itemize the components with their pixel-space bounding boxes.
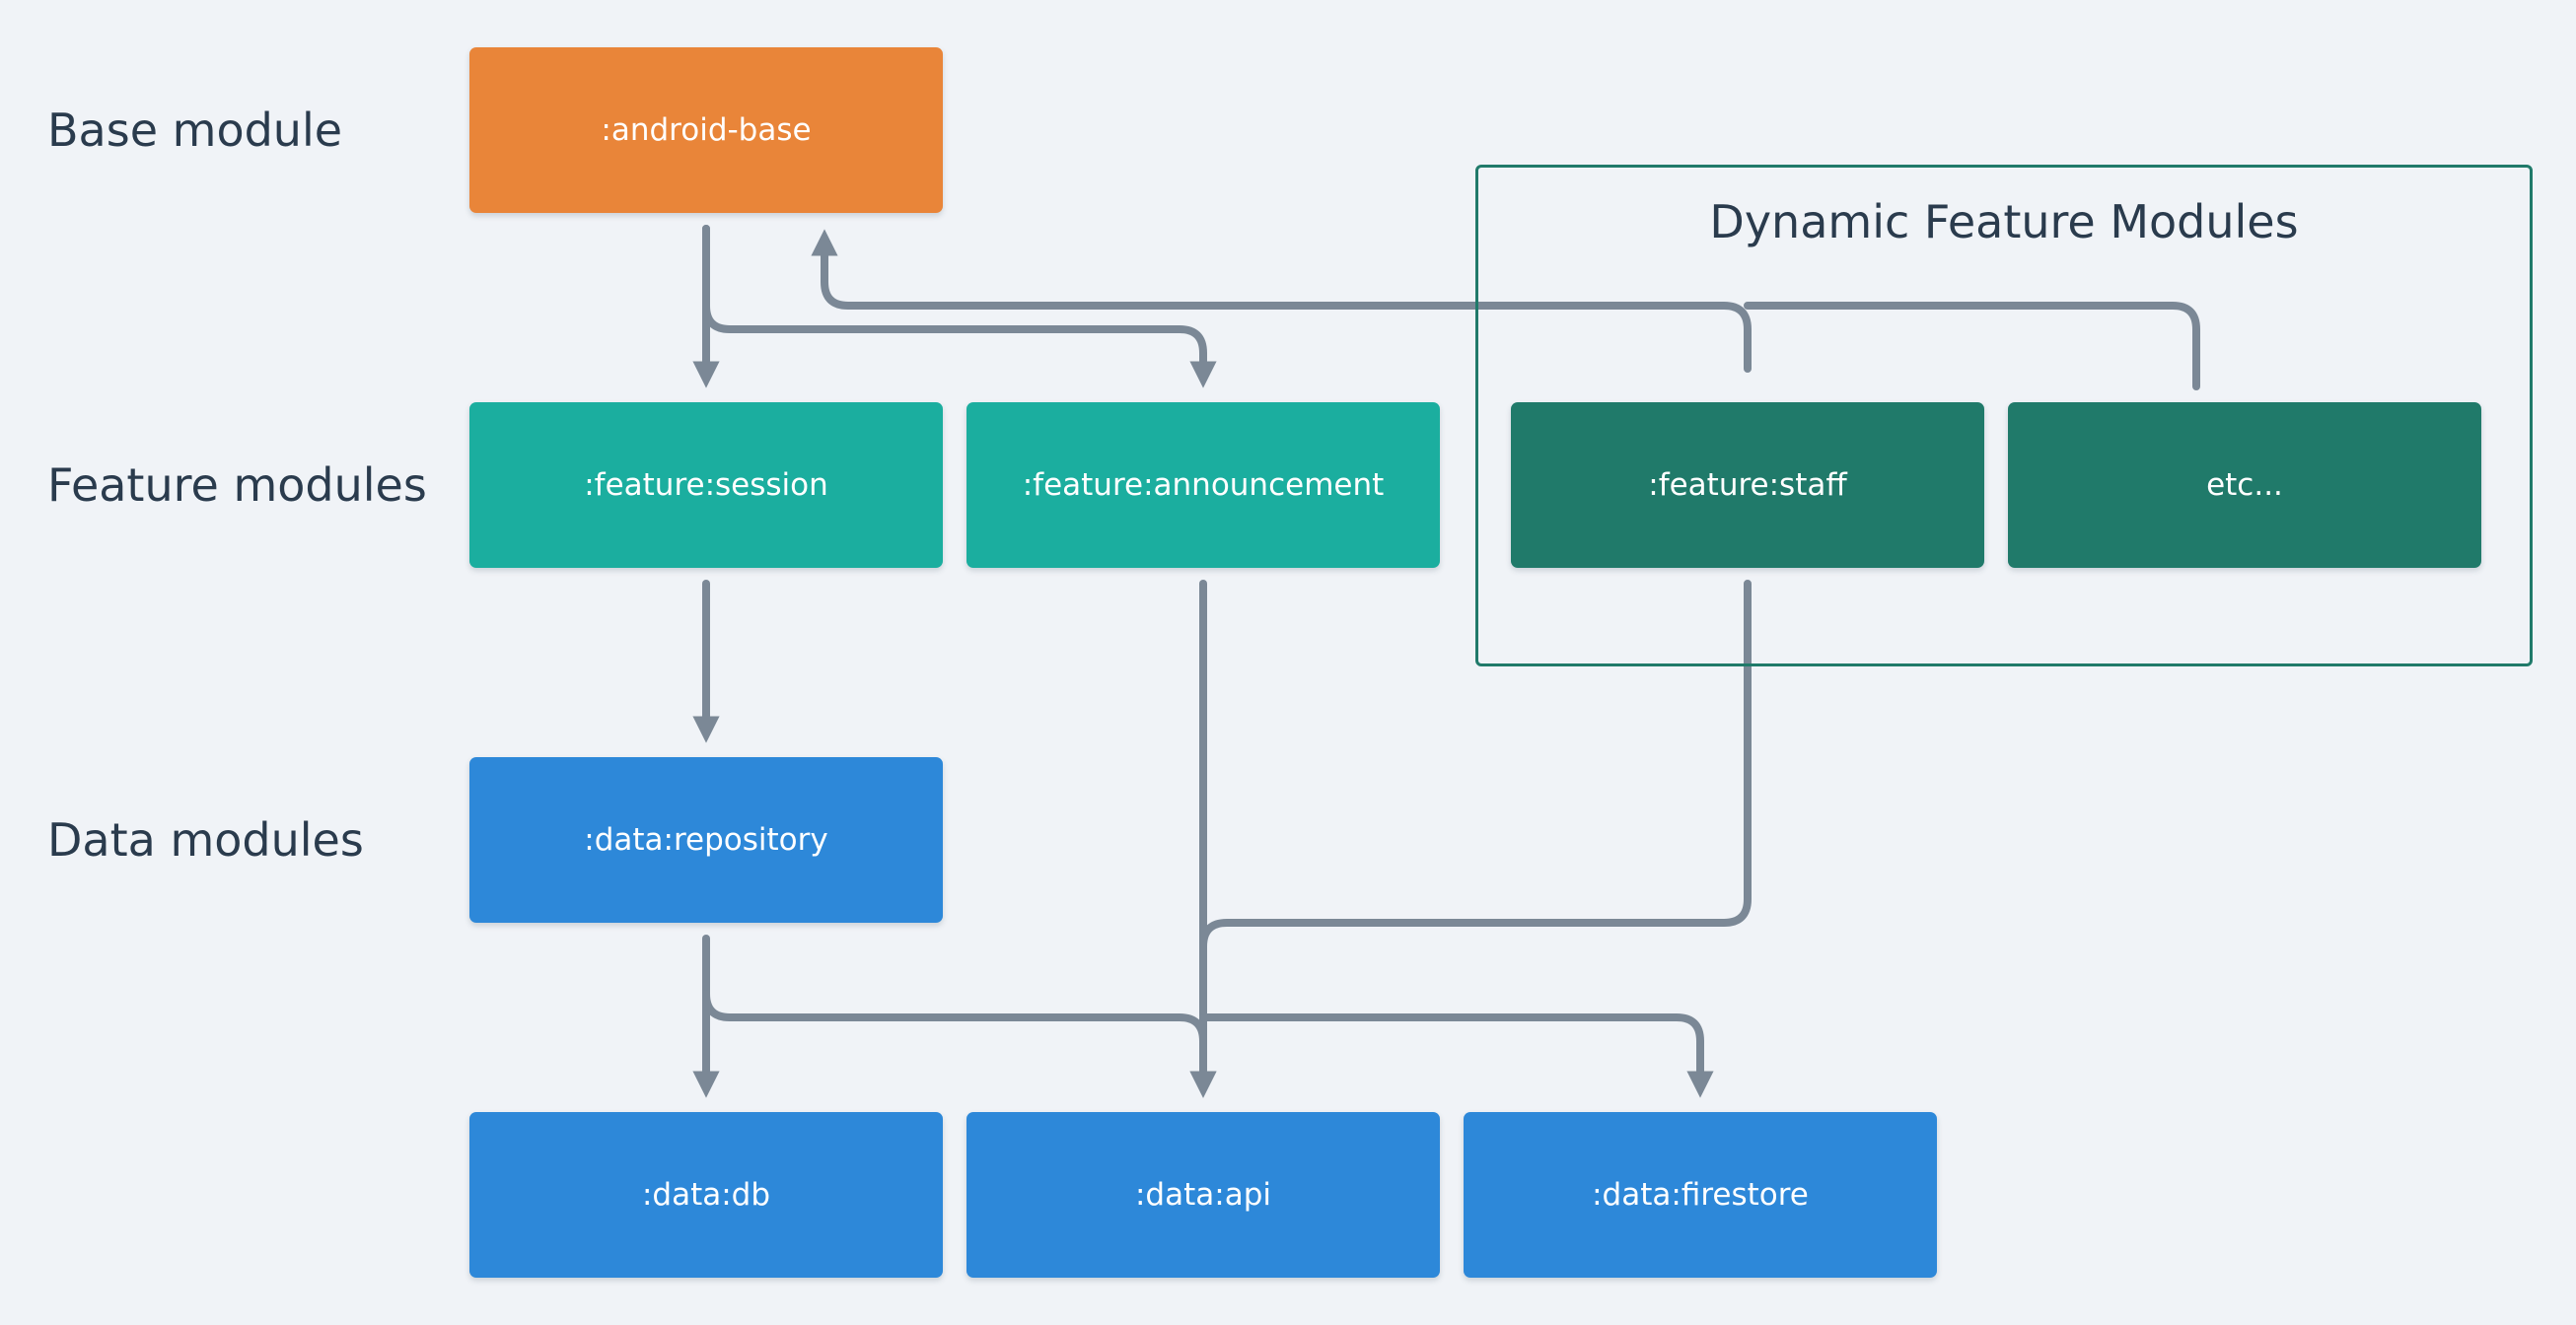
module-data-repository[interactable]: :data:repository [469, 757, 943, 923]
edge-feature-staff-to-android-base [811, 229, 1752, 373]
module-etc[interactable]: etc... [2008, 402, 2481, 568]
module-feature-staff[interactable]: :feature:staff [1511, 402, 1984, 568]
module-android-base[interactable]: :android-base [469, 47, 943, 213]
module-data-db[interactable]: :data:db [469, 1112, 943, 1278]
edge-data-repository-to-data-api [702, 990, 1217, 1098]
row-label-data: Data modules [47, 813, 364, 867]
edge-data-repository-to-data-firestore [1199, 1013, 1714, 1098]
dynamic-feature-modules-title: Dynamic Feature Modules [1709, 195, 2299, 248]
edge-android-base-to-feature-announcement [702, 225, 1217, 388]
module-feature-announcement[interactable]: :feature:announcement [966, 402, 1440, 568]
edge-etc-to-android-base [1744, 302, 2200, 390]
module-feature-session[interactable]: :feature:session [469, 402, 943, 568]
row-label-feature: Feature modules [47, 458, 427, 512]
dynamic-feature-modules-group: Dynamic Feature Modules [1475, 165, 2533, 666]
module-data-api[interactable]: :data:api [966, 1112, 1440, 1278]
edge-feature-staff-to-data-api [1189, 580, 1752, 1098]
module-data-firestore[interactable]: :data:firestore [1464, 1112, 1937, 1278]
row-label-base: Base module [47, 104, 343, 157]
